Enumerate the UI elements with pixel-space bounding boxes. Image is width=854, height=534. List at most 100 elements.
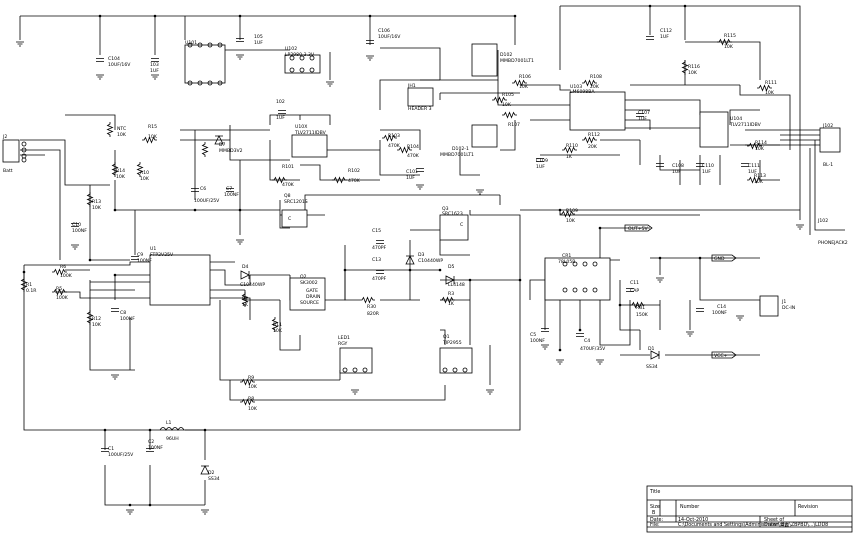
r111-val: 10K [765,90,775,96]
q3-body [439,214,469,241]
resistor-symbol [560,210,575,218]
led1-ref: LED1 [338,335,350,341]
c103-ref: 103 [150,62,159,68]
ground-symbol [416,184,424,190]
ntc-ref: NTC [117,126,126,132]
capacitor-symbol [416,168,424,172]
resistors [20,38,772,406]
c106-ref: C106 [378,28,390,34]
c9-val: 100NF [137,258,152,264]
r11-val: 10K [273,328,283,334]
ic-pin [562,287,568,293]
resistor-symbol [272,176,287,184]
q8-body [281,209,308,228]
junction-dot [203,428,207,432]
c102-val: 1UF [276,115,285,121]
r101-val: 470K [282,182,295,188]
junction-dots [22,4,702,507]
junction-dot [238,14,242,18]
file-value: C:\Documents and Settings\Administrator\… [678,521,828,528]
capacitor-symbol [696,163,704,167]
r14-ref: R14 [116,168,125,174]
u10x-ref: U10X [295,124,307,130]
c11-val: CAP [630,288,639,294]
ground-symbol [151,74,159,80]
junction-dot [88,258,92,262]
q3-ref: Q3 [442,206,449,212]
r109-val: 10K [566,218,576,224]
size-value: B [652,510,655,516]
resistor-symbol [681,60,689,75]
r106-val: 10K [519,84,529,90]
l1-ref: L1 [166,420,172,426]
r115-ref: R115 [724,33,736,39]
r112-ref: R112 [588,132,600,138]
r114-ref: R114 [755,140,767,146]
c107-val: 1UF [638,116,647,122]
q1-val: TIP2955 [442,340,462,346]
junction-dot [698,256,702,260]
resistor-symbol [136,162,144,177]
resistor-symbol [717,38,732,46]
r111-ref: R111 [765,80,777,86]
r30-ref: R30 [367,304,376,310]
jh1-val: HEADER 3 [408,106,432,112]
c6-val: 100UF/25V [194,198,220,204]
capacitor-symbol [536,158,544,162]
u1-ref: U1 [150,246,156,252]
capacitor-symbol [636,113,644,117]
q8-ref: Q8 [284,193,291,199]
c101-ref: C101 [406,169,418,175]
r110-ref: R110 [566,143,578,149]
r102-ref: R102 [348,168,360,174]
junction-dot [683,4,687,8]
ground-symbol [596,359,604,365]
ground-symbol [486,389,494,395]
u10x-val: TLV2711IDBV [294,130,327,136]
capacitor-symbol [741,163,749,167]
cr1-val: 78L05B [558,259,575,265]
r112-val: 20K [588,144,598,150]
c8-ref: C8 [120,310,126,316]
r10-ref: R10 [140,170,149,176]
junction-dot [578,328,582,332]
resistor-symbol [52,288,67,296]
r10-val: 10K [140,176,150,182]
sheet-label: Sheet of [764,517,784,523]
resistor-symbol [397,146,412,154]
c10-val: 100NF [72,228,87,234]
r11-ref: R11 [273,322,282,328]
r5-val: 100K [56,295,69,301]
capacitor-symbol [236,38,244,42]
r103-val: 470K [388,143,401,149]
c8-val: 100NF [120,316,135,322]
ic-pin [187,80,193,86]
r113-ref: R113 [754,173,766,179]
ground-symbols [16,41,804,515]
d102b-ref: D102-1 [452,146,469,152]
c5-ref: C5 [530,332,536,338]
ic-pin [289,55,295,61]
q1-ref: Q1 [443,334,450,340]
c110-ref: C110 [702,163,714,169]
d102-val: MMBD7001LT1 [500,58,534,64]
ground-symbol [201,509,209,515]
ic-pin [207,42,213,48]
u103-body [569,91,626,131]
r6-val: 100K [60,273,73,279]
ic-pin [362,367,368,373]
c9-ref: C9 [137,252,143,258]
d1-ref: D1 [648,346,655,352]
r110-val: 1K [566,154,573,160]
capacitor-symbol [656,163,664,167]
r15-ref: R15 [148,124,157,130]
r108-ref: R108 [590,74,602,80]
junction-dot [193,208,197,212]
resistor-symbol [582,79,597,87]
j1-ref: J1 [781,299,786,305]
capacitor-symbol [366,40,374,44]
r109-ref: R109 [566,208,578,214]
ground-symbol [556,359,564,365]
ic-pin [442,367,448,373]
capacitor-symbol [626,288,634,292]
